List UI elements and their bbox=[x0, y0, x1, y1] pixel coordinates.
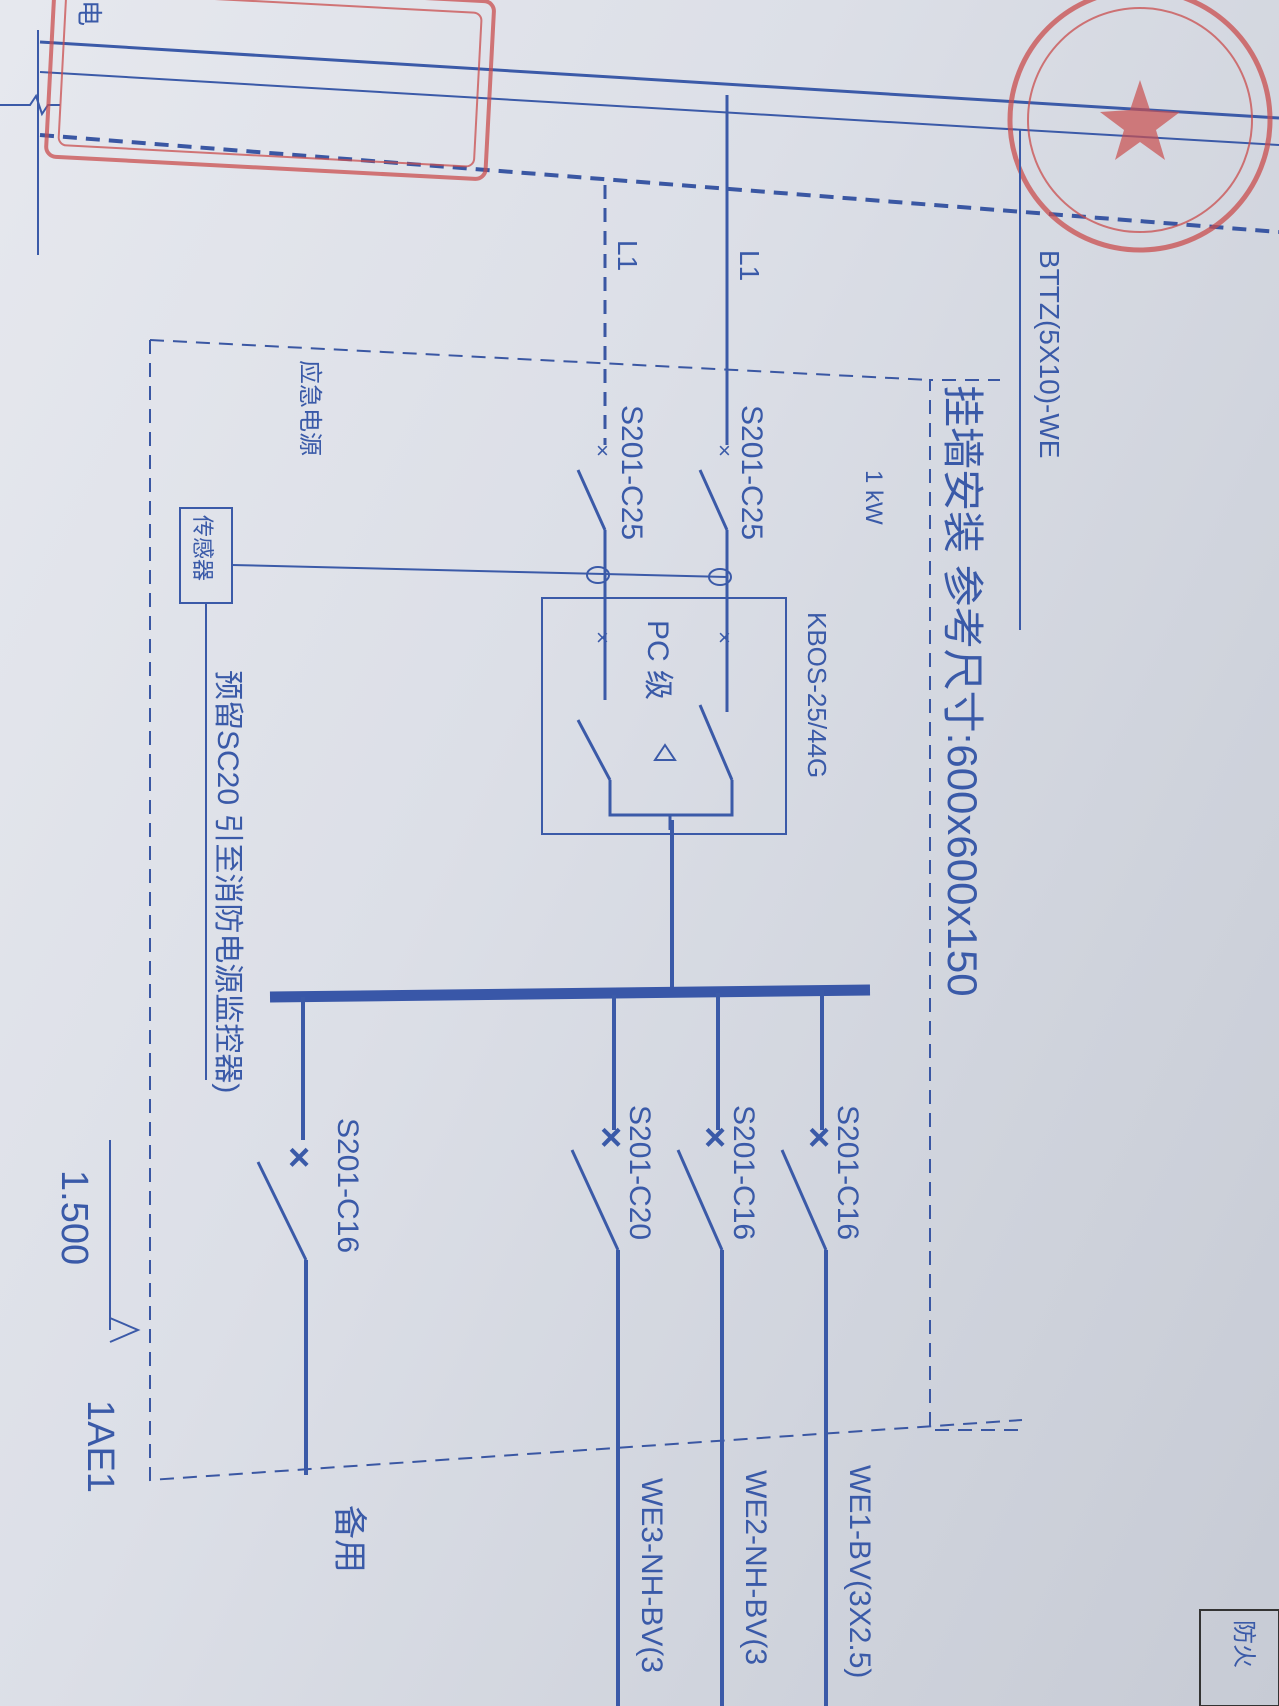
inner-dashed-box bbox=[929, 379, 1018, 1431]
ct-ring-emergency bbox=[586, 566, 610, 584]
outgoing-circuit-3: × bbox=[570, 995, 622, 1706]
border-dashed-line bbox=[39, 133, 1279, 234]
mounting-note: 挂墙安装 参考尺寸:600x600x150 bbox=[939, 385, 986, 997]
outer-dashed-box bbox=[149, 340, 1023, 1482]
circuit-4-label: 备用 bbox=[330, 1505, 368, 1573]
main-busbar bbox=[269, 984, 871, 1003]
ats-box bbox=[541, 597, 787, 835]
sensor-line bbox=[231, 564, 728, 578]
outgoing-circuit-2: × bbox=[676, 993, 726, 1706]
breaker-in-main-label: S201-C25 bbox=[735, 405, 768, 540]
svg-text:×: × bbox=[704, 1117, 726, 1159]
svg-text:×: × bbox=[718, 438, 731, 463]
incoming-breaker-emergency-symbol: × bbox=[576, 438, 609, 600]
svg-text:×: × bbox=[596, 438, 609, 463]
svg-text:×: × bbox=[808, 1117, 830, 1159]
reserve-note: 预留SC20 引至消防电源监控器) bbox=[211, 670, 244, 1093]
incoming-label-emergency: L1 bbox=[612, 240, 643, 271]
power-note: 1 kW bbox=[860, 470, 887, 525]
red-round-seal bbox=[1007, 0, 1273, 253]
ct-ring-main bbox=[708, 568, 732, 586]
outgoing-circuit-4: × bbox=[256, 997, 310, 1475]
border-line-second bbox=[39, 71, 1279, 146]
breaker-out-4-label: S201-C16 bbox=[331, 1118, 364, 1253]
red-rectangular-stamp bbox=[44, 0, 496, 181]
incoming-label-main: L1 bbox=[734, 250, 765, 281]
emergency-source-label: 应急电源 bbox=[296, 360, 323, 456]
break-mark bbox=[0, 93, 60, 117]
svg-text:×: × bbox=[600, 1117, 622, 1159]
ats-class-label: PC 级 bbox=[641, 620, 674, 700]
edge-text-top: 电 bbox=[74, 0, 104, 26]
outer-dashed-top bbox=[149, 339, 931, 381]
ats-switch-symbol: × × bbox=[576, 600, 734, 830]
breaker-in-emergency-label: S201-C25 bbox=[615, 405, 648, 540]
feeder-top-label: BTTZ(5X10)-WE bbox=[1034, 250, 1065, 458]
svg-text:×: × bbox=[718, 625, 731, 650]
elevation-label: 1.500 bbox=[53, 1170, 95, 1265]
outgoing-circuit-1: × bbox=[780, 990, 830, 1706]
border-line-top bbox=[39, 40, 1279, 120]
circuit-2-label: WE2-NH-BV(3 bbox=[739, 1470, 772, 1665]
breaker-out-2-label: S201-C16 bbox=[727, 1105, 760, 1240]
title-block-corner bbox=[1199, 1609, 1279, 1706]
breaker-out-1-label: S201-C16 bbox=[831, 1105, 864, 1240]
ats-model-label: KBOS-25/44G bbox=[802, 612, 832, 778]
circuit-3-label: WE3-NH-BV(3 bbox=[635, 1478, 668, 1673]
panel-id-label: 1AE1 bbox=[79, 1400, 121, 1493]
edge-text-corner: 防火 bbox=[1230, 1620, 1257, 1668]
circuit-1-label: WE1-BV(3X2.5) bbox=[843, 1465, 876, 1678]
svg-text:×: × bbox=[288, 1137, 310, 1179]
breaker-out-3-label: S201-C20 bbox=[623, 1105, 656, 1240]
svg-text:×: × bbox=[596, 625, 609, 650]
elevation-marker bbox=[109, 1140, 141, 1343]
sensor-label: 传感器 bbox=[190, 515, 215, 581]
incoming-breaker-main-symbol: × bbox=[698, 438, 731, 600]
